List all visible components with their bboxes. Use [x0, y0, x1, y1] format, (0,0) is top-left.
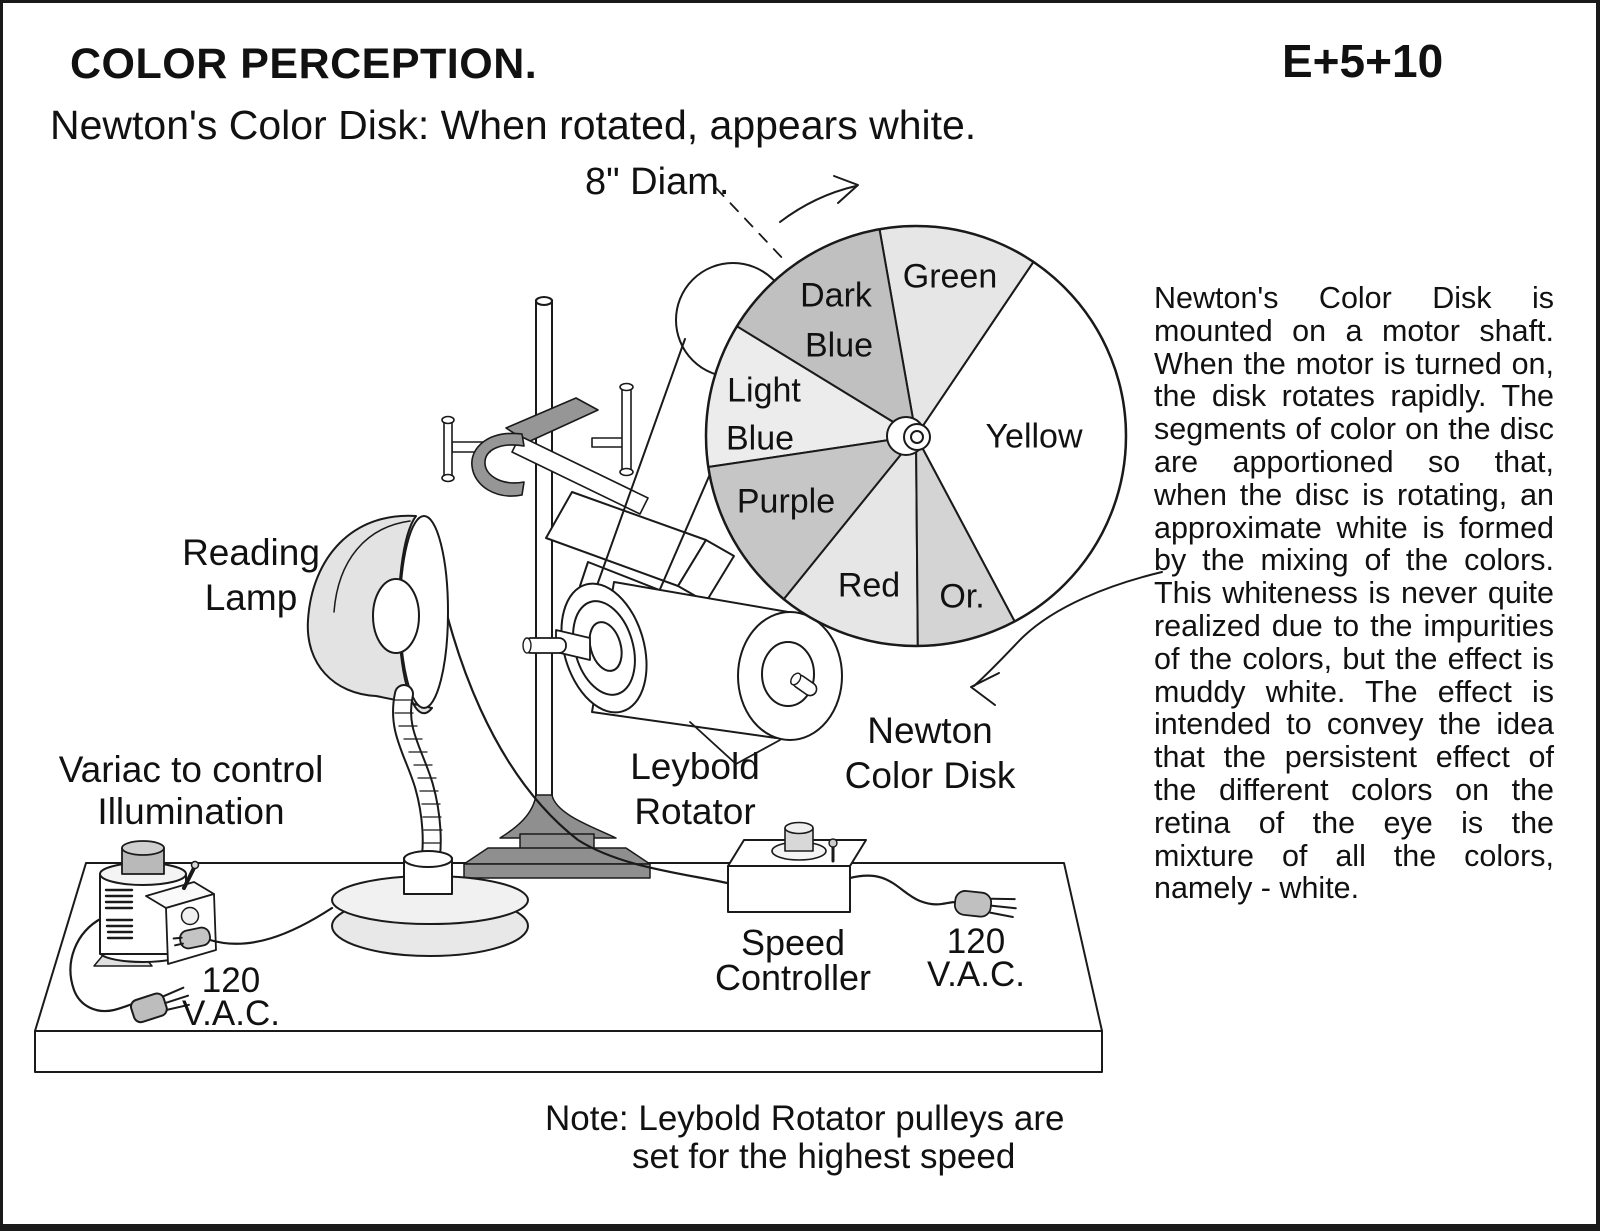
segment-label-light-blue-2: Blue: [725, 419, 795, 458]
segment-label-green: Green: [902, 257, 998, 296]
reading-lamp-label-line1: Reading: [182, 532, 320, 573]
variac-wall-cord: [69, 916, 140, 1013]
rotator-motor: [522, 581, 843, 765]
motor-rear-pulley: [737, 611, 843, 741]
segment-label-orange: Or.: [939, 577, 985, 616]
speed-controller-label: Speed Controller: [714, 922, 872, 998]
diameter-leader-line: [715, 187, 787, 263]
motor-shaft: [522, 629, 591, 661]
controller-switch: [828, 838, 838, 863]
vac-left-label: 120 V.A.C.: [182, 961, 280, 1033]
note-line1: Note: Leybold Rotator pulleys are: [545, 1099, 1065, 1138]
speed-controller-line2: Controller: [714, 957, 872, 998]
note-line2: set for the highest speed: [632, 1137, 1016, 1176]
clamp-c-bracket: [471, 432, 525, 497]
lamp-gooseneck: [392, 684, 443, 878]
variac-label-line2: Illumination: [97, 791, 285, 832]
rotation-arrow-bottom: [970, 571, 1163, 706]
reading-lamp-label: Reading Lamp: [182, 530, 320, 620]
vac-right-line1: 120: [946, 922, 1006, 961]
disk-hub: [886, 416, 931, 456]
segment-label-dark-blue-1: Dark: [800, 276, 872, 315]
wall-plug-left: [129, 986, 190, 1024]
leybold-rotator-label: Leybold Rotator: [630, 744, 760, 834]
vac-right-label: 120 V.A.C.: [927, 922, 1025, 994]
speed-controller: [727, 821, 1017, 919]
description-text: Newton's Color Disk is mounted on a moto…: [1154, 281, 1554, 906]
segment-label-yellow: Yellow: [985, 417, 1083, 456]
page-title: COLOR PERCEPTION.: [70, 40, 538, 88]
leybold-rotator-line2: Rotator: [634, 791, 756, 832]
diameter-label: 8" Diam.: [585, 161, 730, 203]
vac-left-line1: 120: [201, 961, 261, 1000]
lamp-cord: [208, 906, 334, 945]
vac-right-line2: V.A.C.: [927, 955, 1025, 994]
speed-controller-line1: Speed: [740, 922, 846, 963]
controller-power-cord: [848, 874, 958, 906]
newton-color-disk-label: Newton Color Disk: [845, 708, 1016, 798]
clamp-arm: [511, 435, 649, 515]
segment-label-dark-blue-2: Blue: [804, 326, 874, 365]
segment-label-purple: Purple: [736, 482, 836, 521]
reading-lamp: [306, 514, 529, 957]
reading-lamp-label-line2: Lamp: [204, 577, 298, 618]
newton-color-disk: [704, 224, 1128, 648]
vac-left-line2: V.A.C.: [182, 994, 280, 1033]
variac-label: Variac to control Illumination: [59, 749, 324, 833]
rotator-cord: [426, 518, 734, 886]
variac-outlet-box: [145, 860, 217, 965]
newton-color-disk-line1: Newton: [867, 710, 993, 751]
page-subtitle: Newton's Color Disk: When rotated, appea…: [50, 102, 977, 148]
page-code: E+5+10: [1282, 35, 1444, 87]
leybold-rotator-line1: Leybold: [630, 746, 760, 787]
segment-label-light-blue-1: Light: [727, 371, 801, 410]
variac-label-line1: Variac to control: [58, 749, 324, 790]
motor-front-pulley: [560, 582, 648, 714]
wall-plug-right: [953, 890, 1017, 919]
variac: [69, 840, 334, 1024]
variac-knob: [121, 840, 165, 875]
lamp-bulb: [372, 578, 420, 654]
clamp-assembly: [441, 382, 649, 515]
annotation-marks: [715, 175, 1163, 706]
controller-knob: [771, 821, 827, 861]
lamp-base: [331, 850, 529, 957]
segment-label-red: Red: [837, 566, 901, 605]
newton-color-disk-line2: Color Disk: [844, 755, 1016, 796]
rotation-arrow-top: [779, 175, 859, 223]
lamp-hood: [306, 514, 449, 715]
